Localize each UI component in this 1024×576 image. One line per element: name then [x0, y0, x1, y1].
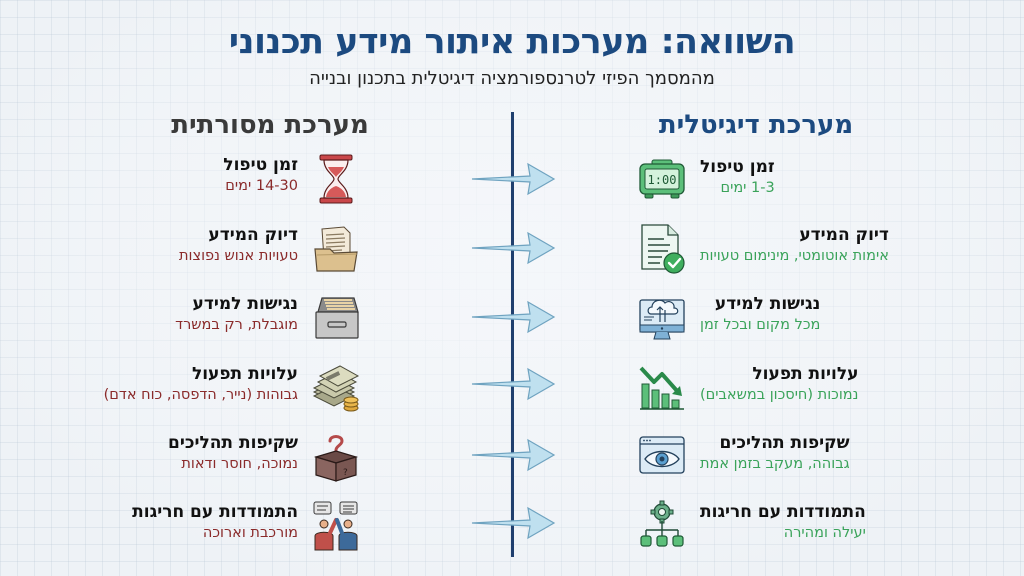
criterion-value: גבוהה, מעקב בזמן אמת [700, 456, 850, 472]
mystery-box-icon: ? [313, 435, 359, 482]
digital-clock-icon: 1:00 [639, 159, 685, 199]
arrow-right-icon [471, 438, 556, 472]
center-divider [511, 112, 514, 557]
verified-document-icon [641, 224, 685, 274]
criterion-value: נמוכה, חוסר ודאות [181, 456, 298, 472]
gear-hierarchy-icon [640, 500, 684, 547]
criterion-value: אימות אוטומטי, מינימום טעויות [700, 248, 889, 264]
traditional-column-title: מערכת מסורתית [171, 110, 369, 140]
traditional-row-processing-time: זמן טיפול 14-30 ימים [100, 153, 360, 209]
criterion-name: דיוק המידע [208, 225, 298, 245]
page-title: השוואה: מערכות איתור מידע תכנוני [228, 22, 796, 62]
clock-display: 1:00 [648, 173, 677, 187]
criterion-value: יעילה ומהירה [783, 525, 866, 541]
hourglass-icon [319, 154, 353, 204]
digital-row-costs: עלויות תפעול נמוכות (חיסכון במשאבים) [630, 362, 890, 418]
criterion-name: זמן טיפול [700, 157, 775, 177]
criterion-name: זמן טיפול [223, 155, 298, 175]
criterion-name: שקיפות תהליכים [719, 433, 850, 453]
traditional-row-accuracy: דיוק המידע טעויות אנוש נפוצות [100, 223, 360, 279]
digital-row-processing-time: 1:00 זמן טיפול 1-3 ימים [630, 155, 890, 211]
traditional-row-accessibility: נגישות למידע מוגבלת, רק במשרד [100, 292, 360, 348]
criterion-value: נמוכות (חיסכון במשאבים) [700, 387, 859, 403]
eye-window-icon [639, 436, 685, 474]
arrow-right-icon [471, 367, 556, 401]
traditional-row-costs: עלויות תפעול גבוהות (נייר, הדפסה, כוח אד… [100, 362, 360, 418]
criterion-name: דיוק המידע [799, 225, 889, 245]
criterion-name: שקיפות תהליכים [167, 433, 298, 453]
criterion-name: התמודדות עם חריגות [132, 502, 298, 522]
arrow-right-icon [471, 506, 556, 540]
criterion-name: עלויות תפעול [191, 364, 298, 384]
arrow-right-icon [471, 162, 556, 196]
criterion-name: נגישות למידע [192, 294, 298, 314]
criterion-value: 1-3 ימים [720, 180, 775, 196]
svg-text:?: ? [343, 468, 348, 478]
cloud-monitor-icon [639, 299, 685, 340]
digital-row-accessibility: נגישות למידע מכל מקום ובכל זמן [630, 292, 890, 348]
criterion-value: 14-30 ימים [225, 178, 298, 194]
money-stack-icon [312, 365, 360, 412]
criterion-value: טעויות אנוש נפוצות [179, 248, 298, 264]
paper-folder-icon [314, 226, 358, 272]
digital-row-transparency: שקיפות תהליכים גבוהה, מעקב בזמן אמת [630, 431, 890, 487]
criterion-name: התמודדות עם חריגות [700, 502, 866, 522]
arrow-right-icon [471, 300, 556, 334]
page-subtitle: מהמסמך הפיזי לטרנספורמציה דיגיטלית בתכנו… [309, 68, 715, 89]
criterion-value: גבוהות (נייר, הדפסה, כוח אדם) [103, 387, 298, 403]
criterion-value: מוגבלת, רק במשרד [175, 317, 298, 333]
criterion-name: נגישות למידע [714, 294, 821, 314]
traditional-row-exceptions: התמודדות עם חריגות מורכבת וארוכה [100, 500, 360, 556]
criterion-value: מורכבת וארוכה [202, 525, 298, 541]
digital-row-exceptions: התמודדות עם חריגות יעילה ומהירה [630, 500, 890, 556]
digital-column-title: מערכת דיגיטלית [658, 110, 854, 140]
file-drawer-icon [315, 297, 359, 339]
people-discussion-icon [313, 501, 358, 551]
declining-chart-icon [639, 366, 684, 410]
arrow-right-icon [471, 231, 556, 265]
digital-row-accuracy: דיוק המידע אימות אוטומטי, מינימום טעויות [630, 223, 890, 279]
traditional-row-transparency: ? שקיפות תהליכים נמוכה, חוסר ודאות [100, 431, 360, 487]
criterion-name: עלויות תפעול [752, 364, 859, 384]
criterion-value: מכל מקום ובכל זמן [700, 317, 821, 333]
